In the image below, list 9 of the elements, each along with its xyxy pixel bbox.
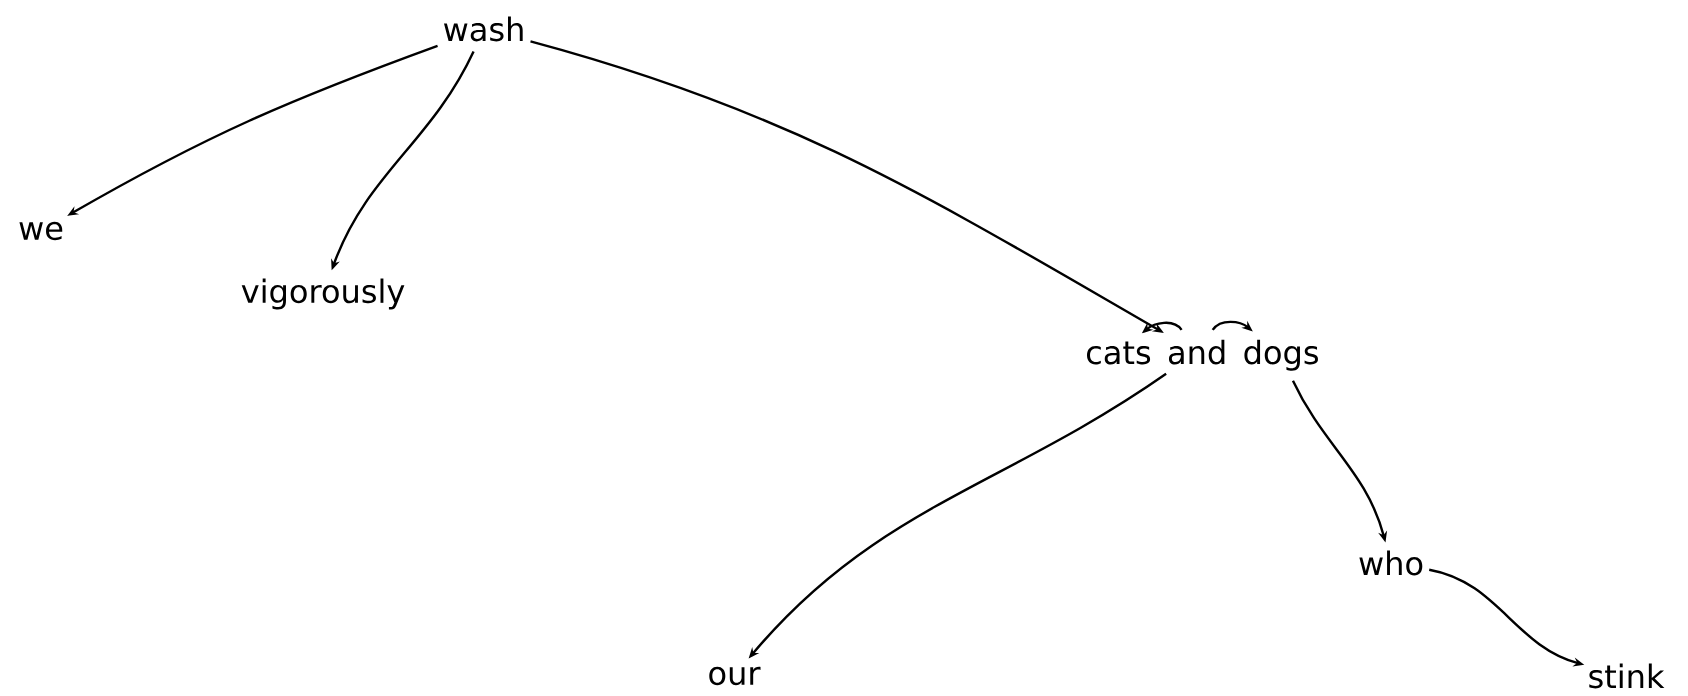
word: wash <box>444 16 523 42</box>
word: and <box>1168 339 1225 365</box>
word: who <box>1359 550 1423 576</box>
word: we <box>19 221 63 241</box>
word: cats <box>1087 341 1151 365</box>
word: vigorously <box>241 278 405 310</box>
word: stink <box>1589 663 1665 689</box>
word: dogs <box>1244 339 1318 371</box>
word: our <box>709 666 761 686</box>
